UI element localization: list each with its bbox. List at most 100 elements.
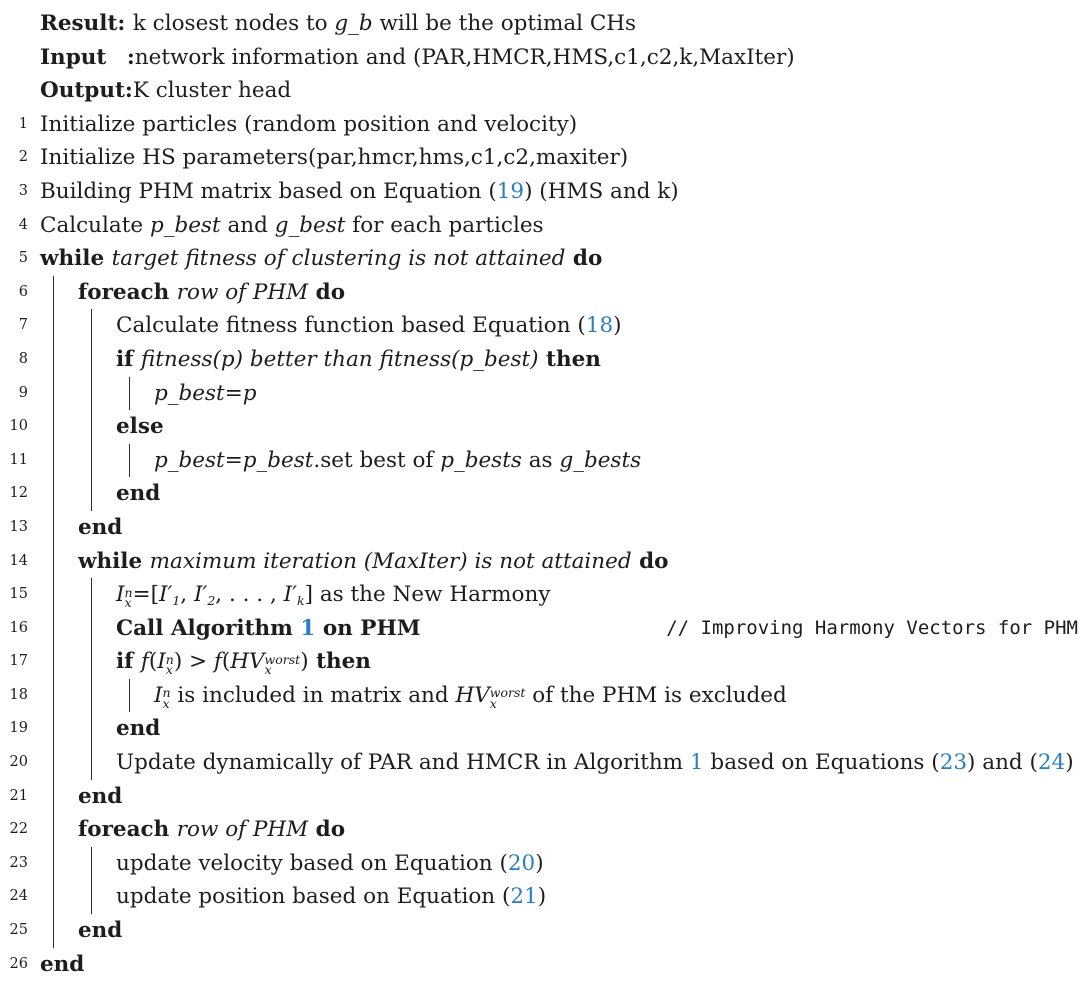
result-line: Result: k closest nodes to g_b will be t… (40, 7, 1078, 41)
ref-link[interactable]: 24 (1037, 750, 1066, 776)
line-25: 25 end (10, 914, 1078, 948)
line-number: 22 (9, 821, 28, 838)
line-number: 17 (9, 653, 28, 670)
text-segment: Calculate fitness function based Equatio… (116, 313, 586, 339)
line-number: 9 (18, 384, 28, 401)
subscript: 1 (172, 593, 181, 609)
text-segment: end (78, 918, 123, 944)
text-segment: f (213, 649, 222, 675)
text-segment: as (521, 447, 560, 473)
text-segment: end (116, 481, 161, 507)
ref-link[interactable]: 19 (496, 178, 525, 204)
line-number: 20 (9, 754, 28, 771)
text-segment: foreach (78, 279, 177, 305)
line-number: 3 (18, 182, 28, 199)
text-segment: f (140, 649, 149, 675)
input-line: Input :network information and (PAR,HMCR… (40, 41, 1078, 75)
text-segment: p_best (242, 447, 314, 473)
text-segment (106, 45, 127, 70)
ref-link[interactable]: 1 (300, 615, 316, 641)
line-7: 7 Calculate fitness function based Equati… (19, 309, 1078, 343)
line-number: 26 (9, 955, 28, 972)
line-number: 23 (9, 854, 28, 871)
text-segment: update velocity based on Equation ( (116, 850, 508, 876)
text-segment: ) (300, 649, 309, 675)
line-number: 13 (9, 518, 28, 535)
text-segment: p_best (149, 212, 221, 238)
text-segment: maximum iteration (MaxIter) is not attai… (149, 548, 632, 574)
text-segment: ) (535, 850, 544, 876)
line-number: 7 (18, 317, 28, 334)
text-segment: g_bests (559, 447, 642, 473)
line-number: 6 (18, 283, 28, 300)
text-segment: ) > (173, 649, 214, 675)
text-segment: , . . . , (215, 582, 284, 608)
text-segment: ( (221, 649, 231, 675)
text-segment: Initialize particles (random position an… (40, 111, 578, 137)
text-segment: do (565, 246, 603, 272)
text-segment: p_bests (440, 447, 522, 473)
text-segment: Input (40, 44, 107, 70)
text-segment: ) and ( (967, 750, 1038, 776)
output-line: Output:K cluster head (40, 74, 1078, 108)
line-number: 18 (9, 686, 28, 703)
ref-link[interactable]: 20 (507, 850, 536, 876)
text-segment: will be the optimal CHs (372, 11, 637, 36)
text-segment: else (116, 414, 164, 440)
line-number: 24 (9, 888, 28, 905)
text-segment: ) (HMS and k) (524, 178, 679, 204)
ref-link[interactable]: 23 (939, 750, 968, 776)
line-number: 2 (18, 149, 28, 166)
line-number: 19 (9, 720, 28, 737)
text-segment: p_best (154, 447, 225, 473)
line-number: 16 (9, 619, 28, 636)
ref-link[interactable]: 1 (689, 750, 704, 776)
text-segment: end (116, 716, 161, 742)
text-segment: ) (1065, 750, 1074, 776)
line-number: 25 (9, 922, 28, 939)
ref-link[interactable]: 21 (510, 884, 538, 910)
text-segment: p_best (154, 380, 225, 406)
line-number: 15 (9, 586, 28, 603)
text-segment: end (78, 783, 123, 809)
text-segment: Calculate (40, 212, 150, 238)
text-segment: = (224, 380, 243, 406)
text-segment: g_b (334, 11, 373, 36)
text-segment: while (78, 548, 150, 574)
text-segment: and (220, 212, 275, 238)
text-segment: Initialize HS parameters(par,hmcr,hms,c1… (40, 145, 629, 171)
line-number: 4 (18, 216, 28, 233)
text-segment: then (538, 346, 601, 372)
text-segment: for each particles (345, 212, 544, 238)
subscript: 2 (207, 593, 216, 609)
line-number: 21 (9, 787, 28, 804)
text-segment: target fitness of clustering is not atta… (111, 246, 566, 272)
text-segment: on PHM (315, 615, 421, 641)
text-segment: ] as the New Harmony (304, 582, 551, 608)
text-segment: while (40, 246, 112, 272)
inline-comment: // Improving Harmony Vectors for PHM (666, 616, 1078, 639)
text-segment: Result: (40, 11, 133, 36)
text-segment: ( (148, 649, 158, 675)
ref-link[interactable]: 18 (585, 313, 614, 339)
text-segment: , (180, 582, 194, 608)
